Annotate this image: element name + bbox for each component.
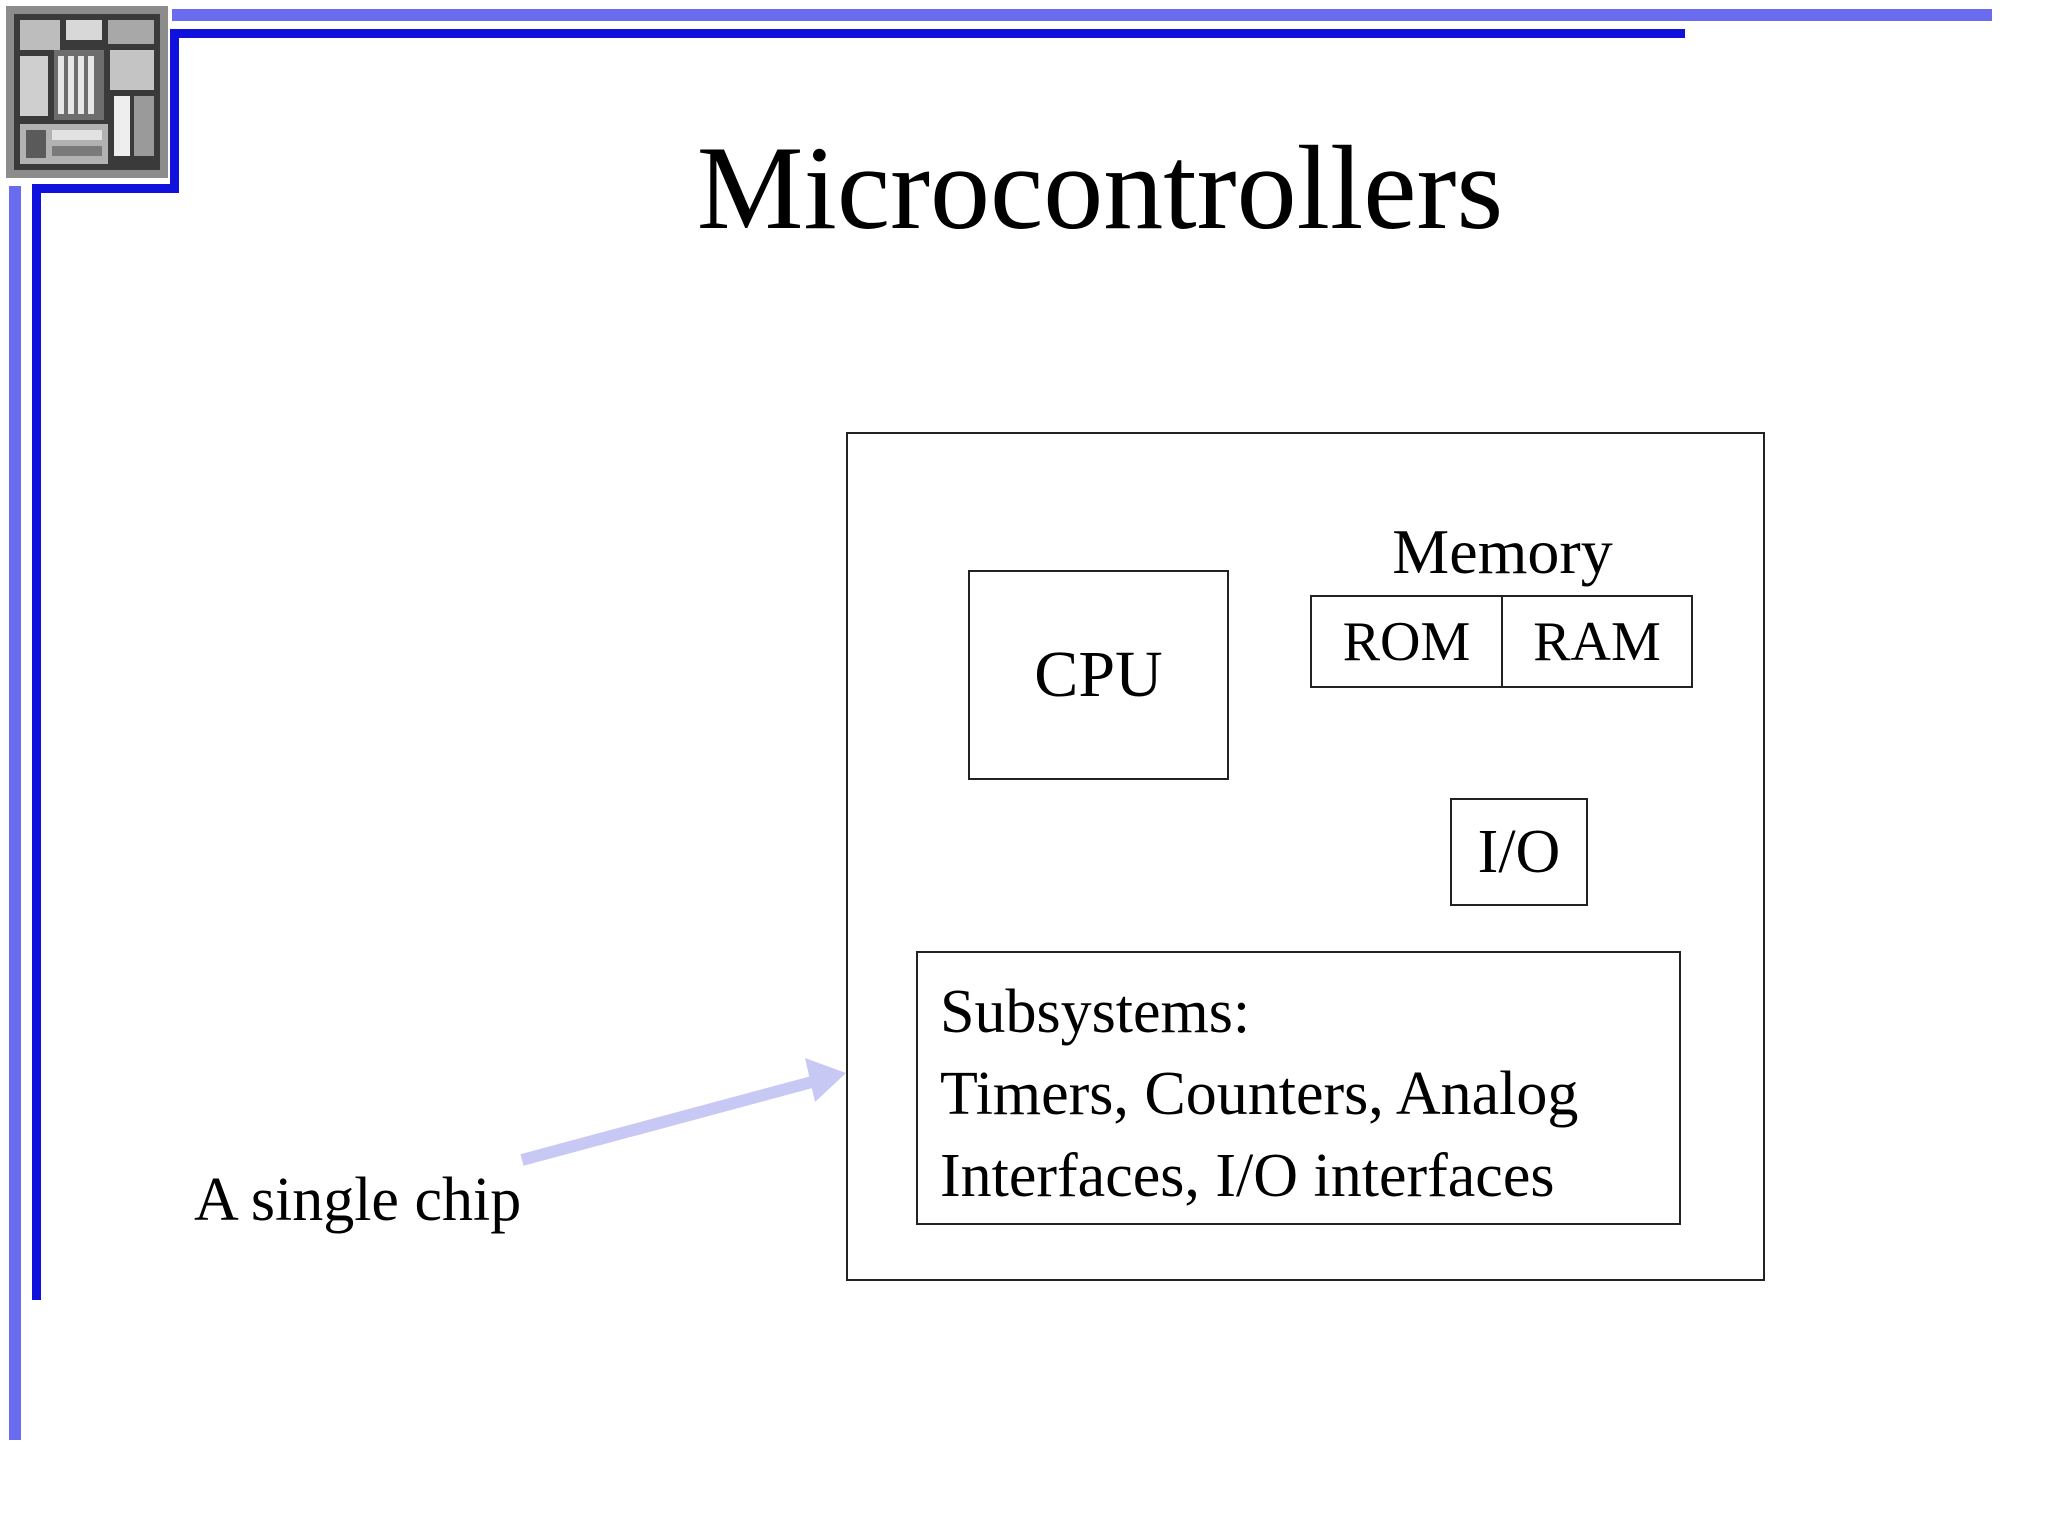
slide-title: Microcontrollers	[696, 121, 1504, 254]
frame-corner-dark-bar	[170, 29, 179, 191]
chip-outline-box	[846, 432, 1765, 1281]
io-label: I/O	[1477, 817, 1561, 886]
ram-box: RAM	[1501, 595, 1693, 688]
cpu-box: CPU	[968, 570, 1229, 780]
subsystems-line: Interfaces, I/O interfaces	[940, 1142, 1555, 1210]
subsystems-line: Timers, Counters, Analog	[940, 1060, 1579, 1128]
frame-left-dark-bar	[32, 184, 41, 1300]
io-box: I/O	[1450, 798, 1588, 906]
frame-top-light-bar	[172, 9, 1992, 21]
subsystems-line: Subsystems:	[940, 978, 1251, 1046]
frame-corner-horizontal-bar	[32, 184, 179, 193]
frame-left-light-bar	[9, 186, 21, 1440]
rom-label: ROM	[1342, 610, 1471, 673]
chip-die-icon	[6, 6, 168, 178]
subsystems-box: Subsystems: Timers, Counters, Analog Int…	[916, 951, 1681, 1225]
ram-label: RAM	[1533, 610, 1661, 673]
subsystems-text: Subsystems: Timers, Counters, Analog Int…	[940, 971, 1578, 1217]
memory-label: Memory	[1392, 516, 1613, 587]
rom-box: ROM	[1310, 595, 1503, 688]
single-chip-label: A single chip	[194, 1166, 522, 1234]
frame-top-dark-bar	[172, 29, 1685, 38]
cpu-label: CPU	[1034, 638, 1163, 711]
